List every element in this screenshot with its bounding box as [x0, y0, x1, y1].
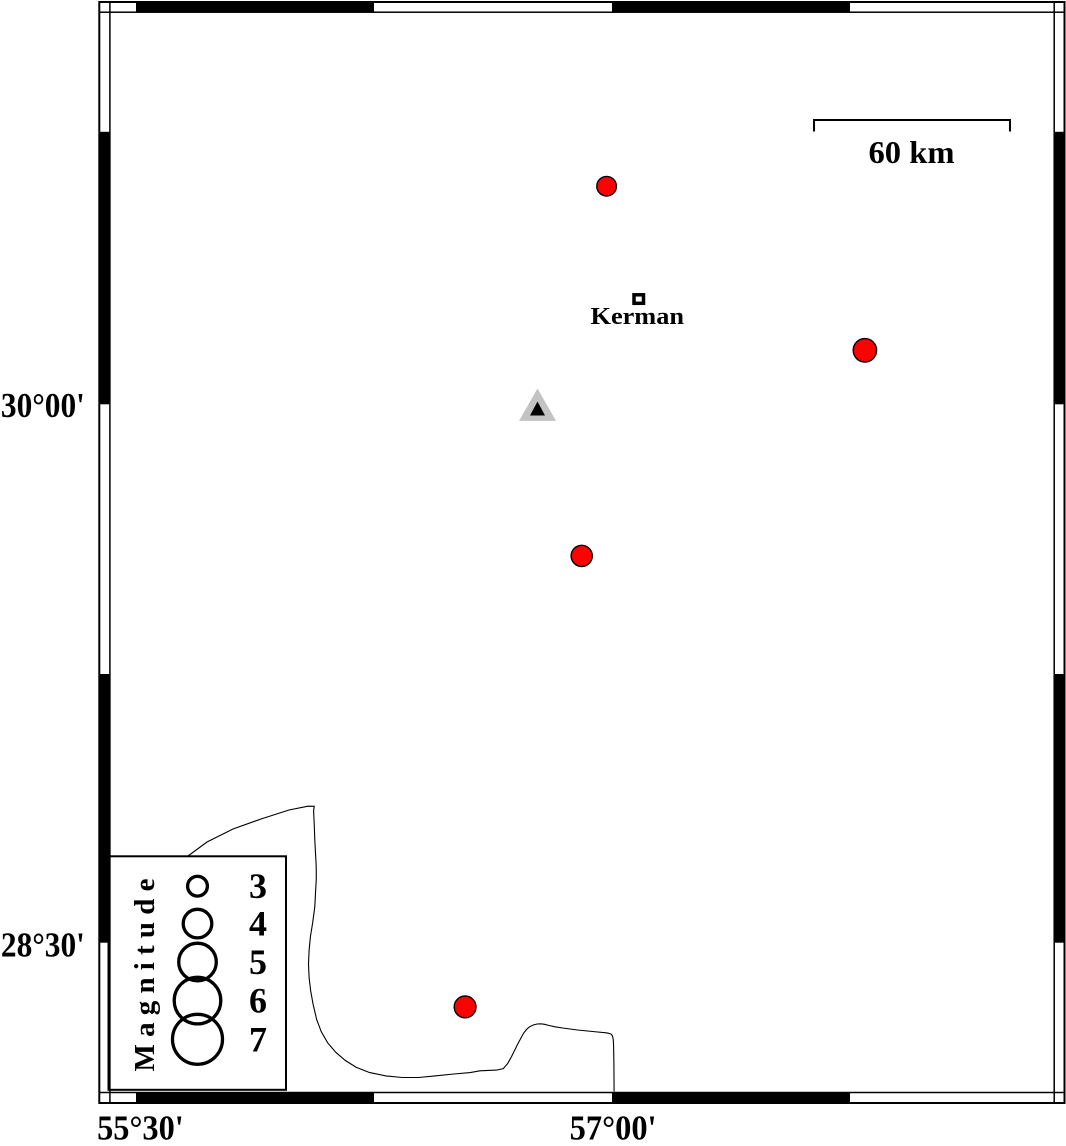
svg-text:28°30': 28°30' — [1, 926, 85, 965]
svg-text:60 km: 60 km — [869, 134, 955, 170]
svg-text:5: 5 — [249, 942, 267, 982]
svg-text:30°00': 30°00' — [1, 386, 85, 425]
svg-text:6: 6 — [249, 981, 267, 1021]
svg-text:4: 4 — [249, 904, 267, 944]
svg-text:3: 3 — [249, 866, 267, 906]
svg-text:Magnitude: Magnitude — [129, 871, 161, 1071]
svg-text:55°30': 55°30' — [97, 1108, 184, 1141]
svg-text:Kerman: Kerman — [591, 304, 685, 330]
svg-text:7: 7 — [249, 1019, 267, 1059]
svg-text:57°00': 57°00' — [570, 1109, 657, 1142]
